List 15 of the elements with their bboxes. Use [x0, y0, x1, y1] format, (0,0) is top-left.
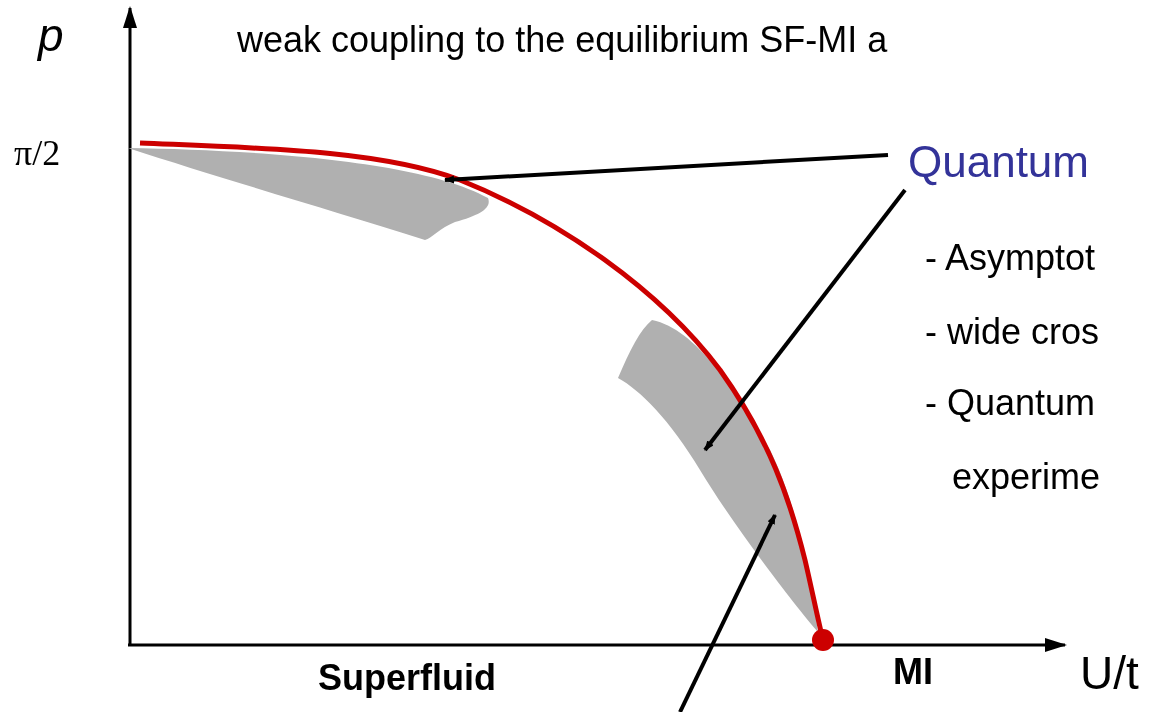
bullet-text: - wide cros — [925, 312, 1100, 352]
arrow — [703, 188, 907, 452]
arrow — [444, 153, 889, 184]
shaded-region — [618, 320, 818, 632]
bullet-text: - Quantum experime — [925, 381, 1102, 499]
axis-label: p — [38, 10, 64, 61]
region-label: Superfluid — [318, 658, 496, 698]
tick-label: π/2 — [14, 134, 61, 174]
shaded-region — [128, 148, 489, 240]
callout-label: Quantum — [908, 138, 1089, 187]
bullet-text: - Asymptot — [925, 238, 1096, 278]
region-label: MI — [893, 652, 933, 692]
axis-label: U/t — [1080, 648, 1139, 699]
title: weak coupling to the equilibrium SF-MI a — [237, 20, 888, 60]
arrow — [678, 514, 777, 712]
